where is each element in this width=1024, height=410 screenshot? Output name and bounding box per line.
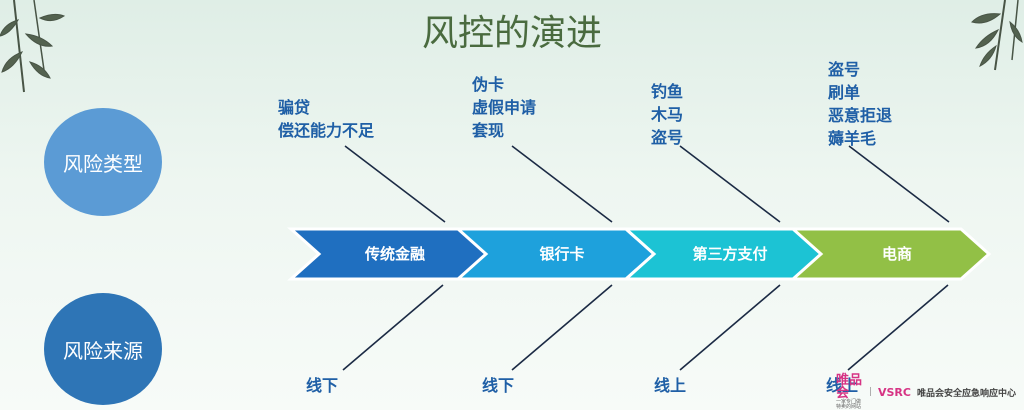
risk-type-circle: 风险类型 [44, 108, 162, 216]
connector-lines [342, 145, 950, 371]
risk-source-ecommerce: 线上 [826, 376, 859, 395]
risk-item: 薅羊毛 [828, 129, 877, 148]
vsrc-logo: VSRC [878, 385, 911, 399]
risk-item: 盗号 [651, 128, 684, 147]
connector-top-2 [511, 145, 613, 223]
logo-divider: | [868, 387, 872, 397]
risk-item: 伪卡 [472, 75, 505, 94]
connector-bottom-4 [847, 284, 949, 371]
connector-bottom-3 [679, 284, 781, 371]
page-title: 风控的演进 [421, 13, 602, 54]
risk-source-traditional-finance: 线下 [306, 376, 339, 395]
brand-logo: 唯品会 [836, 373, 863, 401]
risk-item: 盗号 [828, 60, 861, 79]
brand-tagline: 一家专门做特卖的网站 [836, 399, 862, 410]
risk-list-bank-card: 伪卡 虚假申请 套现 [472, 73, 536, 142]
stage-label-2: 银行卡 [539, 245, 584, 263]
stage-chevron-4 [789, 227, 992, 281]
connector-top-1 [344, 145, 446, 223]
connector-bottom-2 [511, 284, 613, 371]
risk-item: 刷单 [828, 83, 861, 102]
org-name: 唯品会安全应急响应中心 [916, 388, 1016, 399]
bamboo-right-decoration [971, 0, 1023, 71]
stage-label-1: 传统金融 [364, 245, 425, 263]
risk-list-ecommerce: 盗号 刷单 恶意拒退 薅羊毛 [828, 58, 892, 150]
risk-item: 虚假申请 [472, 98, 537, 117]
connector-top-3 [679, 145, 781, 223]
footer-logo: 唯品会 一家专门做特卖的网站 | VSRC 唯品会安全应急响应中心 [836, 374, 1016, 410]
risk-item: 偿还能力不足 [278, 121, 375, 140]
risk-item: 套现 [472, 121, 505, 140]
risk-list-third-party-payment: 钓鱼 木马 盗号 [651, 80, 683, 149]
bamboo-left-decoration [0, 0, 66, 93]
connector-bottom-1 [342, 284, 444, 371]
risk-item: 骗贷 [278, 98, 311, 117]
stage-chevrons: 传统金融 银行卡 第三方支付 电商 [287, 227, 992, 281]
connector-top-4 [848, 145, 950, 223]
risk-item: 钓鱼 [651, 82, 684, 101]
risk-item: 恶意拒退 [828, 106, 893, 125]
stage-label-4: 电商 [882, 245, 912, 263]
risk-list-traditional-finance: 骗贷 偿还能力不足 [278, 96, 374, 142]
risk-source-third-party-payment: 线上 [654, 376, 687, 395]
risk-source-bank-card: 线下 [482, 376, 515, 395]
risk-source-circle: 风险来源 [44, 293, 162, 405]
stage-label-3: 第三方支付 [692, 245, 767, 263]
risk-item: 木马 [651, 105, 684, 124]
